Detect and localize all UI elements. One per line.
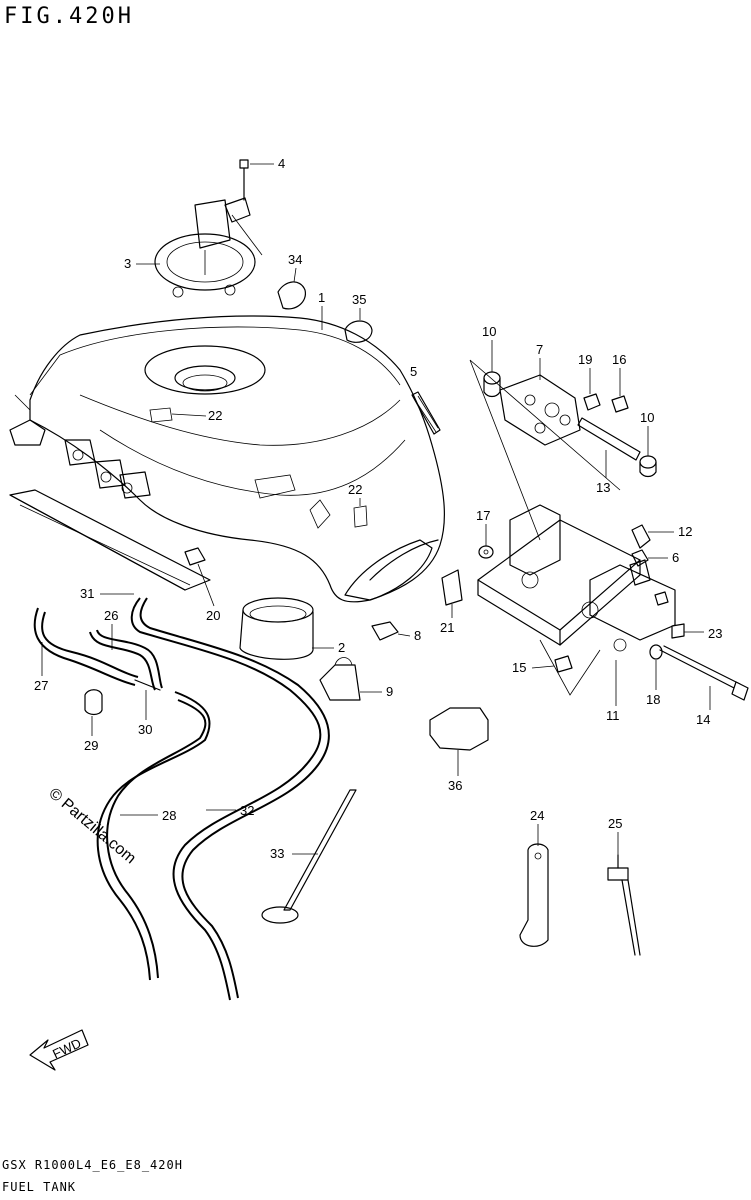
callout-14: 14 bbox=[696, 712, 710, 727]
fwd-label: FWD bbox=[50, 1035, 83, 1061]
mount-8 bbox=[371, 621, 399, 641]
callout-20: 20 bbox=[206, 608, 220, 623]
bolt-15 bbox=[554, 655, 573, 673]
callout-26: 26 bbox=[104, 608, 118, 623]
callout-36: 36 bbox=[448, 778, 462, 793]
seal-2 bbox=[239, 597, 314, 660]
callout-21: 21 bbox=[440, 620, 454, 635]
callout-19: 19 bbox=[578, 352, 592, 367]
washer-18 bbox=[649, 644, 663, 660]
callout-6: 6 bbox=[672, 550, 679, 565]
callout-1: 1 bbox=[318, 290, 325, 305]
callout-23: 23 bbox=[708, 626, 722, 641]
hose-27 bbox=[33, 607, 139, 686]
bracket-9 bbox=[319, 657, 361, 701]
band-24 bbox=[519, 843, 549, 947]
hose-26 bbox=[89, 629, 163, 691]
hose-31 bbox=[130, 597, 330, 1001]
callout-31: 31 bbox=[80, 586, 94, 601]
callout-10b: 10 bbox=[640, 410, 654, 425]
callout-34: 34 bbox=[288, 252, 302, 267]
callout-27: 27 bbox=[34, 678, 48, 693]
washer-17 bbox=[478, 545, 494, 559]
clip-23 bbox=[671, 623, 685, 639]
callout-17: 17 bbox=[476, 508, 490, 523]
callout-12: 12 bbox=[678, 524, 692, 539]
rear-bracket bbox=[469, 359, 676, 696]
hose-28 bbox=[96, 691, 211, 981]
cable-tie-25 bbox=[607, 854, 641, 956]
callout-8: 8 bbox=[414, 628, 421, 643]
callout-18: 18 bbox=[646, 692, 660, 707]
fwd-arrow-icon: FWD bbox=[29, 1029, 89, 1071]
grommet-35 bbox=[344, 320, 373, 343]
figure-title: FIG.420H bbox=[4, 4, 134, 29]
callout-24: 24 bbox=[530, 808, 544, 823]
callout-15: 15 bbox=[512, 660, 526, 675]
clip-12 bbox=[631, 524, 651, 549]
callout-3: 3 bbox=[124, 256, 131, 271]
callout-33: 33 bbox=[270, 846, 284, 861]
footer-name: FUEL TANK bbox=[2, 1180, 77, 1194]
callout-2: 2 bbox=[338, 640, 345, 655]
bolt-14 bbox=[659, 645, 749, 701]
callout-16: 16 bbox=[612, 352, 626, 367]
callouts: 1 2 3 4 5 6 7 8 9 10 10 11 12 13 14 15 1… bbox=[34, 156, 722, 861]
joint-30 bbox=[134, 679, 161, 691]
bolt-16 bbox=[611, 395, 629, 413]
callout-5: 5 bbox=[410, 364, 417, 379]
nut-6 bbox=[631, 549, 649, 567]
bolt-19 bbox=[583, 393, 601, 411]
clamp-29 bbox=[84, 689, 103, 716]
callout-11: 11 bbox=[606, 708, 620, 723]
strip-5 bbox=[411, 391, 441, 435]
callout-28: 28 bbox=[162, 808, 176, 823]
bolt-4 bbox=[239, 159, 249, 201]
callout-13: 13 bbox=[596, 480, 610, 495]
callout-29: 29 bbox=[84, 738, 98, 753]
callout-7: 7 bbox=[536, 342, 543, 357]
callout-10a: 10 bbox=[482, 324, 496, 339]
footer-code: GSX R1000L4_E6_E8_420H bbox=[2, 1158, 183, 1172]
plate-7 bbox=[499, 374, 581, 446]
cushion-20 bbox=[9, 489, 211, 591]
callout-9: 9 bbox=[386, 684, 393, 699]
fuel-cap bbox=[154, 197, 263, 298]
pad-21 bbox=[441, 569, 463, 606]
callout-4: 4 bbox=[278, 156, 285, 171]
callout-25: 25 bbox=[608, 816, 622, 831]
callout-30: 30 bbox=[138, 722, 152, 737]
callout-32: 32 bbox=[240, 803, 254, 818]
watermark: © Partzilla.com bbox=[45, 785, 139, 867]
callout-35: 35 bbox=[352, 292, 366, 307]
strap-33 bbox=[261, 789, 357, 924]
callout-22b: 22 bbox=[348, 482, 362, 497]
pad-36 bbox=[429, 707, 489, 751]
fuel-tank bbox=[9, 315, 446, 603]
grommet-34 bbox=[277, 281, 307, 310]
callout-22a: 22 bbox=[208, 408, 222, 423]
pipe-13 bbox=[577, 417, 641, 461]
collar-10-right bbox=[639, 455, 657, 478]
